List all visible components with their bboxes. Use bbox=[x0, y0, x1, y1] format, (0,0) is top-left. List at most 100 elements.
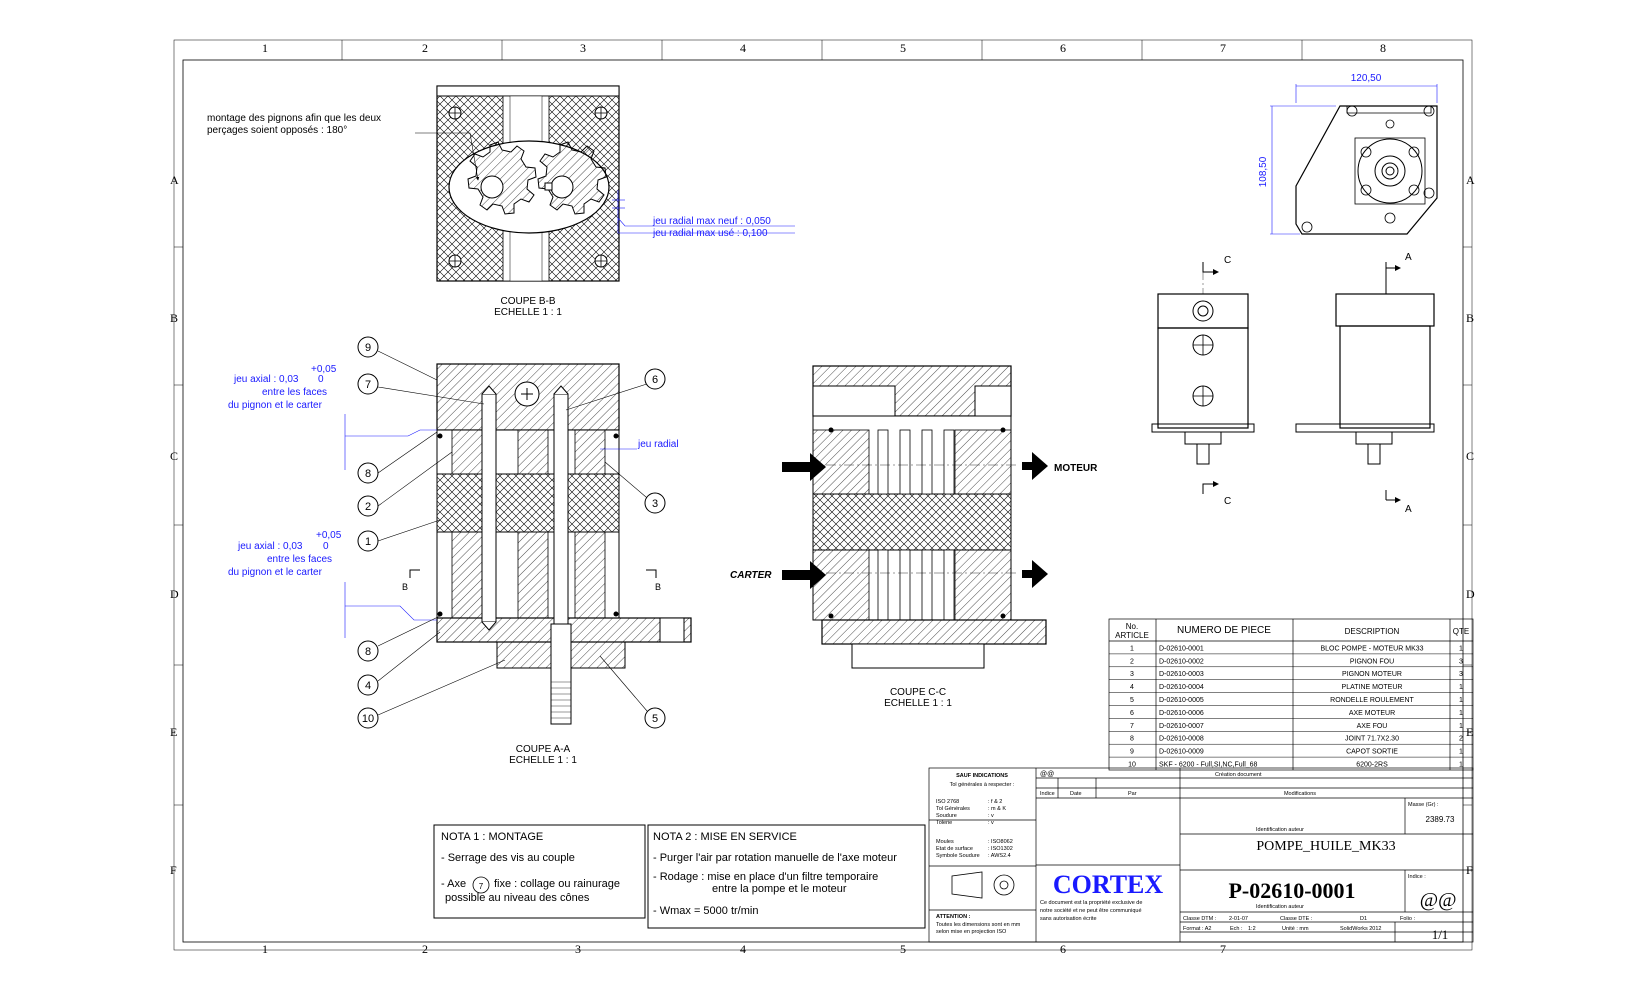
notes-boxes bbox=[433, 824, 926, 929]
tb-format: Format : A2 bbox=[1183, 926, 1211, 932]
bom-cell-description: CAPOT SORTIE bbox=[1346, 749, 1398, 756]
tb-iso: ISO 2768 bbox=[936, 799, 959, 805]
section-cc-view bbox=[782, 365, 1048, 669]
tb-identif2: Identification auteur bbox=[1256, 904, 1304, 910]
bom-cell-description: PLATINE MOTEUR bbox=[1342, 684, 1403, 691]
bom-cell-description: PIGNON FOU bbox=[1350, 658, 1394, 665]
aa-tol-zero-2: 0 bbox=[323, 541, 329, 552]
zone-ticks bbox=[174, 40, 1472, 806]
bom-cell-description: AXE MOTEUR bbox=[1349, 710, 1395, 717]
bb-scale: ECHELLE 1 : 1 bbox=[494, 307, 562, 318]
bom-row-lines bbox=[1109, 653, 1473, 758]
aa-scale: ECHELLE 1 : 1 bbox=[509, 755, 577, 766]
zone-col-2-bottom: 2 bbox=[422, 942, 428, 956]
bom-headers: No.ARTICLE NUMERO DE PIECE DESCRIPTION Q… bbox=[1115, 622, 1469, 640]
tb-attention: ATTENTION : bbox=[936, 914, 971, 920]
tb-classe-dtm: Classe DTM : bbox=[1183, 916, 1217, 922]
zone-row-f: F bbox=[170, 863, 177, 877]
tb-ech-v: 1:2 bbox=[1248, 926, 1256, 932]
nota1-line1: - Serrage des vis au couple bbox=[441, 852, 575, 864]
zone-col-7: 7 bbox=[1220, 41, 1226, 55]
balloon-2: 2 bbox=[365, 501, 371, 513]
bom-cell-qte: 1 bbox=[1459, 762, 1463, 769]
outer-frame bbox=[173, 39, 1473, 951]
bom-cell-description: RONDELLE ROULEMENT bbox=[1330, 697, 1414, 704]
balloon-9: 9 bbox=[365, 342, 371, 354]
side-a-bottom: A bbox=[1405, 504, 1412, 515]
tb-indice-val: @@ bbox=[1420, 889, 1457, 911]
cc-moteur-label: MOTEUR bbox=[1054, 463, 1098, 474]
zone-row-b-right: B bbox=[1466, 311, 1474, 325]
aa-cut-b-left: B bbox=[402, 582, 408, 592]
bom-cell-description: AXE FOU bbox=[1357, 723, 1388, 730]
zone-col-1: 1 bbox=[262, 41, 268, 55]
zone-col-2: 2 bbox=[422, 41, 428, 55]
tb-part-title: POMPE_HUILE_MK33 bbox=[1256, 839, 1395, 854]
bom-cell-description: PIGNON MOTEUR bbox=[1342, 671, 1402, 678]
bom-cell-numero: D-02610-0005 bbox=[1159, 697, 1204, 704]
bom-cell-numero: D-02610-0008 bbox=[1159, 736, 1204, 743]
tb-date: Date bbox=[1070, 791, 1082, 797]
tb-soudure-v: : v bbox=[988, 813, 994, 819]
bom-cell-article: 4 bbox=[1130, 684, 1134, 691]
balloon-1: 1 bbox=[365, 536, 371, 548]
tb-copy1: Ce document est la propriété exclusive d… bbox=[1040, 900, 1142, 906]
aa-jeu-radial: jeu radial bbox=[637, 439, 679, 450]
tb-d1: D1 bbox=[1360, 916, 1367, 922]
bom-cell-article: 2 bbox=[1130, 658, 1134, 665]
nota1-title: NOTA 1 : MONTAGE bbox=[441, 831, 543, 843]
title-block bbox=[928, 767, 1474, 943]
tb-identif: Identification auteur bbox=[1256, 827, 1304, 833]
title-block-text: SAUF INDICATIONS Tol générales à respect… bbox=[936, 771, 1455, 935]
bb-note-line1: montage des pignons afin que les deux bbox=[207, 113, 381, 124]
balloon-3: 3 bbox=[652, 498, 658, 510]
tb-moules-v: : ISO8062 bbox=[988, 839, 1013, 845]
bom-header-description: DESCRIPTION bbox=[1345, 627, 1400, 636]
zone-row-b: B bbox=[170, 311, 178, 325]
tb-sw: SolidWorks 2012 bbox=[1340, 926, 1381, 932]
tb-classe-dtm-v: 2-01-07 bbox=[1229, 916, 1248, 922]
bom-header-article: No.ARTICLE bbox=[1115, 622, 1149, 640]
section-aa-view bbox=[344, 350, 692, 725]
zone-col-4: 4 bbox=[740, 41, 746, 55]
bom-cell-article: 9 bbox=[1130, 749, 1134, 756]
aa-faces-2a: entre les faces bbox=[267, 554, 332, 565]
balloon-6: 6 bbox=[652, 374, 658, 386]
side-c-bottom: C bbox=[1224, 496, 1231, 507]
tb-copy3: sans autorisation écrite bbox=[1040, 916, 1097, 922]
zone-col-7-bottom: 7 bbox=[1220, 942, 1226, 956]
aa-jeu-axial-2: jeu axial : 0,03 bbox=[237, 541, 303, 552]
bom-cell-numero: D-02610-0002 bbox=[1159, 658, 1204, 665]
zone-col-6-bottom: 6 bbox=[1060, 942, 1066, 956]
zone-row-c-right: C bbox=[1466, 449, 1474, 463]
tb-tol-gen: Tol générales à respecter : bbox=[950, 782, 1015, 788]
zone-row-d-right: D bbox=[1466, 587, 1475, 601]
bom-cell-qte: 1 bbox=[1459, 684, 1463, 691]
balloon-10: 10 bbox=[362, 713, 374, 725]
nota1-line2a: - Axe bbox=[441, 878, 466, 890]
nota2-line1: - Purger l'air par rotation manuelle de … bbox=[653, 852, 897, 864]
balloon-7: 7 bbox=[365, 379, 371, 391]
bom-cell-article: 7 bbox=[1130, 723, 1134, 730]
zone-col-4-bottom: 4 bbox=[740, 942, 746, 956]
zone-row-d: D bbox=[170, 587, 179, 601]
tb-etat-v: : ISO1302 bbox=[988, 846, 1013, 852]
cc-title: COUPE C-C bbox=[890, 687, 946, 698]
aa-title: COUPE A-A bbox=[516, 744, 571, 755]
aa-balloons: 9 7 8 2 1 8 4 10 6 3 5 bbox=[357, 336, 666, 729]
tb-folio: 1/1 bbox=[1432, 927, 1449, 942]
tb-tolg-v: : m & K bbox=[988, 806, 1006, 812]
tb-tolg: Tol Générales bbox=[936, 806, 970, 812]
bom-header-numero: NUMERO DE PIECE bbox=[1177, 625, 1271, 636]
zone-col-5: 5 bbox=[900, 41, 906, 55]
nota2-line2: - Rodage : mise en place d'un filtre tem… bbox=[653, 871, 878, 883]
section-bb-view bbox=[415, 85, 795, 282]
tb-creation: Création document bbox=[1215, 772, 1262, 778]
bom-cell-description: BLOC POMPE - MOTEUR MK33 bbox=[1320, 645, 1423, 652]
bom-cell-numero: D-02610-0004 bbox=[1159, 684, 1204, 691]
tb-copy2: notre société et ne peut être communiqué bbox=[1040, 908, 1142, 914]
tb-at-symbol: @@ bbox=[1040, 771, 1054, 778]
side-c-top: C bbox=[1224, 255, 1231, 266]
zone-row-e-right: E bbox=[1466, 725, 1473, 739]
